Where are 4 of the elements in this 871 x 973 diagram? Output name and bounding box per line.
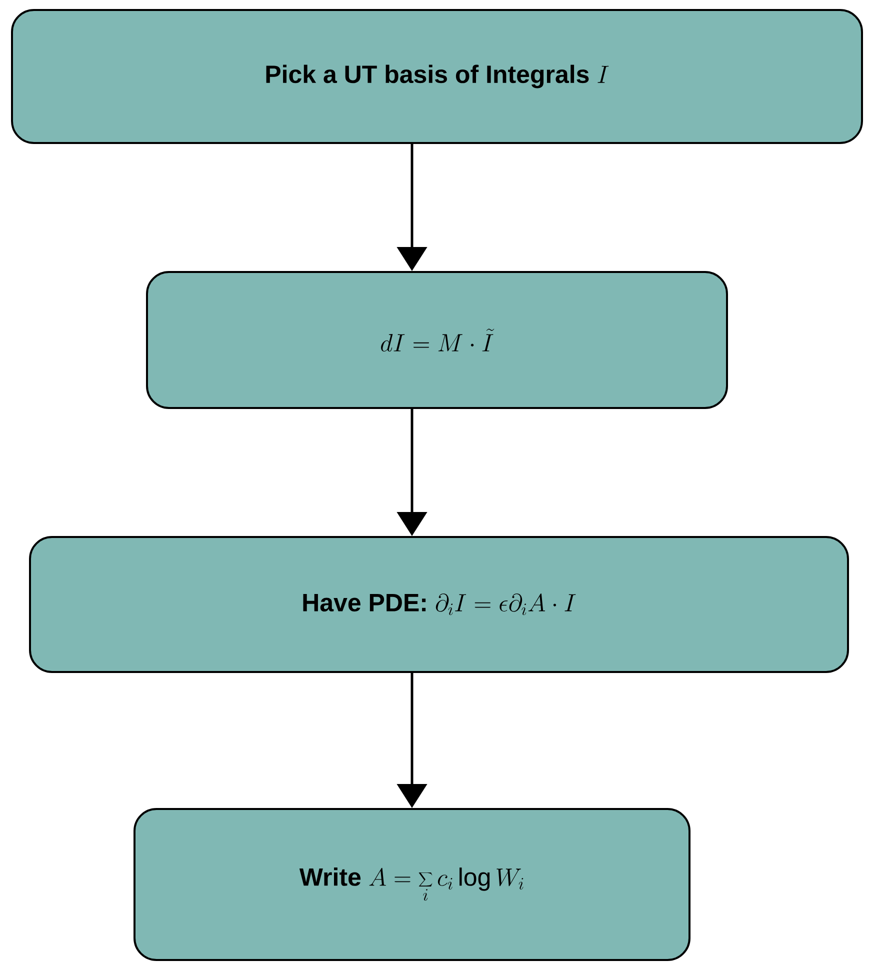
process-box: Pick a UT basis of Integrals $I$ <box>11 8 863 144</box>
process-box: Write $A = \sum_i c_i \log W_i$ <box>134 808 690 961</box>
process-box: $dI = M \cdot \tilde{I}$ <box>146 271 728 409</box>
process-box: Have PDE: $\partial_i I = \epsilon \partial_i A \cdot I$ <box>29 536 849 673</box>
